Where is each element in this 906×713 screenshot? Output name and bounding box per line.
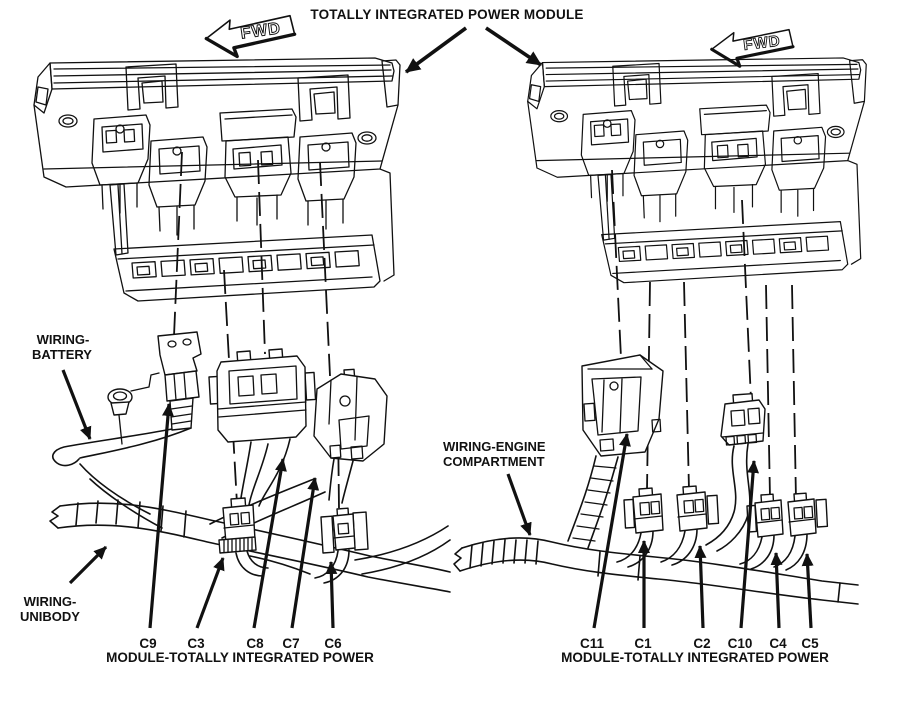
leader-arrow-c3 (195, 557, 225, 629)
fwd-label: FWD (742, 33, 781, 54)
battery-stud-grommet (107, 388, 133, 445)
connector-label-c9: C9 (139, 636, 156, 651)
leader-arrow-c7 (290, 477, 320, 629)
left-callout-arrows (61, 369, 338, 629)
tipm-module-left-illustration (33, 57, 401, 302)
title-leader-arrow-left (404, 26, 468, 74)
connector-label-c5: C5 (801, 636, 819, 651)
wiring-unibody-harness (49, 463, 451, 593)
connector-label-c11: C11 (580, 636, 605, 651)
leader-arrow-wiring-unibody (68, 545, 108, 585)
connector-label-c8: C8 (246, 636, 264, 651)
connector-c7 (313, 368, 388, 504)
connector-c6 (314, 507, 369, 584)
wiring-engine-compartment-harness (453, 537, 859, 605)
leader-arrow-c9 (148, 403, 174, 629)
connector-c8 (208, 348, 317, 507)
leader-arrow-c11 (592, 433, 631, 629)
connector-label-c10: C10 (728, 636, 753, 651)
connector-label-c2: C2 (693, 636, 710, 651)
leader-arrow-c4 (770, 552, 783, 629)
connector-label-c6: C6 (324, 636, 342, 651)
leader-arrow-c2 (694, 545, 707, 629)
left-connector-labels: C9 C3 C8 C7 C6 MODULE-TOTALLY INTEGRATED… (106, 636, 374, 665)
tipm-module-right-illustration (527, 57, 867, 284)
leader-arrow-c10 (739, 460, 760, 629)
wiring-battery-label-line1: WIRING- (37, 332, 90, 347)
connector-c9-battery-terminal (52, 331, 202, 467)
wiring-unibody-label-line1: WIRING- (24, 594, 77, 609)
leader-arrow-c6 (325, 561, 338, 629)
page-title: TOTALLY INTEGRATED POWER MODULE (310, 7, 583, 22)
title-leader-arrow-right (484, 26, 543, 67)
fwd-arrow-right: FWD (708, 24, 797, 71)
connector-c1 (616, 487, 664, 568)
wiring-battery-label-line2: BATTERY (32, 347, 92, 362)
connector-c11 (567, 354, 664, 549)
connector-label-c3: C3 (187, 636, 205, 651)
wiring-engine-label-line1: WIRING-ENGINE (443, 439, 546, 454)
right-callout-arrows (506, 433, 814, 629)
connector-label-c7: C7 (282, 636, 299, 651)
connector-c3 (218, 497, 269, 577)
connector-c5 (773, 492, 829, 571)
left-module-caption: MODULE-TOTALLY INTEGRATED POWER (106, 650, 374, 665)
right-connector-labels: C11 C1 C2 C10 C4 C5 MODULE-TOTALLY INTEG… (561, 636, 829, 665)
wiring-unibody-label-line2: UNIBODY (20, 609, 80, 624)
connector-label-c1: C1 (634, 636, 652, 651)
connector-c2 (660, 485, 720, 566)
wiring-engine-label-line2: COMPARTMENT (443, 454, 545, 469)
right-module-caption: MODULE-TOTALLY INTEGRATED POWER (561, 650, 829, 665)
leader-arrow-c8 (252, 458, 287, 629)
connector-label-c4: C4 (769, 636, 787, 651)
fwd-arrow-left: FWD (202, 9, 299, 63)
leader-arrow-wiring-engine (506, 473, 532, 536)
leader-arrow-c5 (801, 553, 814, 629)
leader-arrow-wiring-battery (61, 369, 92, 440)
